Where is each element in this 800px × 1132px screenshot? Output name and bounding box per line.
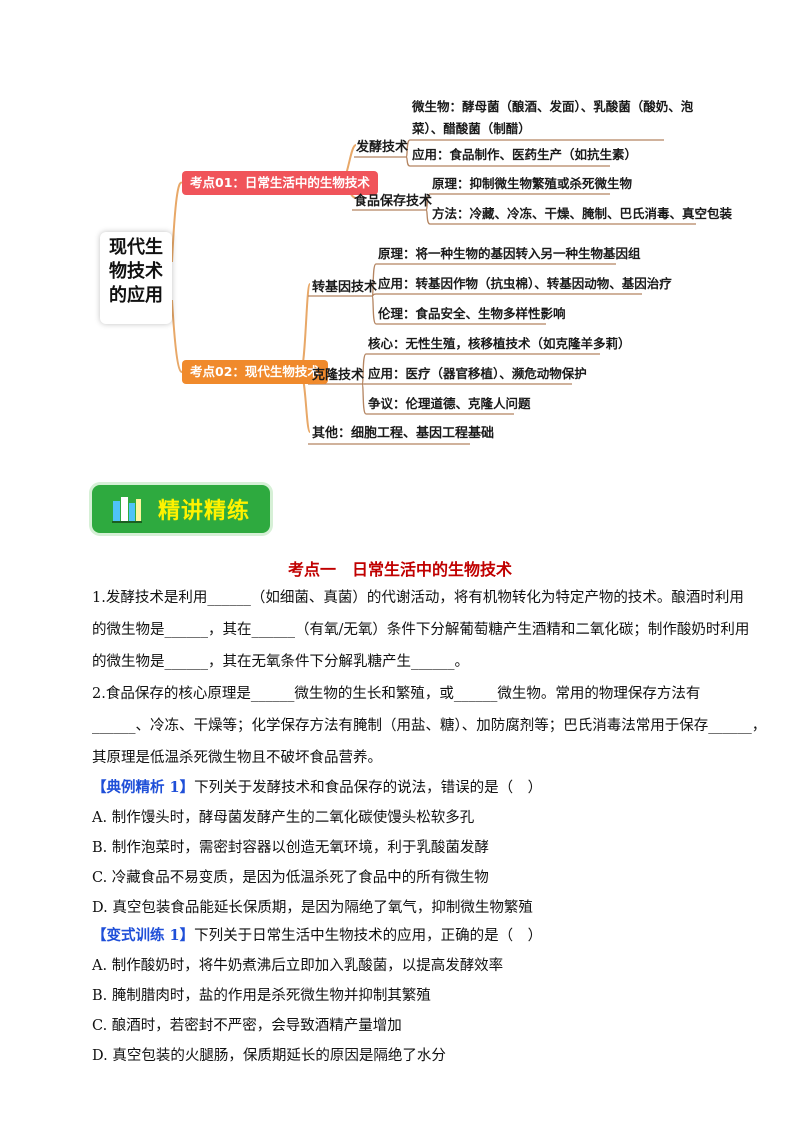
example1-tag: 【典例精析 1】 [92,779,195,796]
category-clone: 克隆技术 [312,368,365,383]
example1-stem: 下列关于发酵技术和食品保存的说法，错误的是（ ） [194,780,543,796]
section-banner: 精讲精练 [92,485,270,533]
leaf-clone-core: 核心：无性生殖，核移植技术（如克隆羊多莉） [368,336,631,351]
q2-line-1: 2.食品保存的核心原理是______微生物的生长和繁殖，或______微生物。常… [92,686,701,702]
root-line-3: 的应用 [109,285,163,306]
connector-clone-dispute [361,383,367,415]
variant1-option-b: B. 腌制腊肉时，盐的作用是杀死微生物并抑制其繁殖 [92,988,431,1004]
leaf-preserve-principle: 原理：抑制微生物繁殖或杀死微生物 [432,176,633,191]
connector-topic2-transgenic [299,283,311,373]
mindmap-root: 现代生 物技术 的应用 [100,232,172,324]
leaf-clone-dispute: 争议：伦理道德、克隆人问题 [368,396,531,411]
leaf-ferment-app: 应用：食品制作、医药生产（如抗生素） [412,147,638,162]
example1-option-a: A. 制作馒头时，酵母菌发酵产生的二氧化碳使馒头松软多孔 [92,810,475,826]
connector-trans-principle [371,263,377,297]
category-ferment: 发酵技术 [356,140,409,155]
leaf-ferment-micro-2: 菜）、醋酸菌（制醋） [412,121,531,136]
variant1-option-d: D. 真空包装的火腿肠，保质期延长的原因是隔绝了水分 [92,1048,446,1064]
example1-option-b: B. 制作泡菜时，需密封容器以创造无氧环境，利于乳酸菌发酵 [92,840,489,856]
q2-line-3: 其原理是低温杀死微生物且不破坏食品营养。 [92,750,382,766]
q1-line-3: 的微生物是______，其在无氧条件下分解乳糖产生______。 [92,654,469,670]
connector-preserve-method [425,209,431,225]
topic-2: 考点02：现代生物技术 [182,360,328,384]
books-icon [112,497,142,523]
connector-trans-ethics [371,295,377,325]
example1-stem-line: 【典例精析 1】下列关于发酵技术和食品保存的说法，错误的是（ ） [92,778,542,798]
connector-root-topic2 [171,299,183,373]
section-title: 考点一 日常生活中的生物技术 [287,560,512,579]
leaf-other: 其他：细胞工程、基因工程基础 [312,426,495,441]
leaf-trans-app: 应用：转基因作物（抗虫棉）、转基因动物、基因治疗 [378,276,672,291]
category-preserve: 食品保存技术 [354,194,433,209]
banner-title: 精讲精练 [158,499,251,524]
q1-line-1: 1.发酵技术是利用______（如细菌、真菌）的代谢活动，将有机物转化为特定产物… [92,590,744,606]
root-line-2: 物技术 [109,261,163,282]
leaf-trans-ethics: 伦理：食品安全、生物多样性影响 [378,306,566,321]
variant1-option-a: A. 制作酸奶时，将牛奶煮沸后立即加入乳酸菌，以提高发酵效率 [92,958,504,974]
example1-option-d: D. 真空包装食品能延长保质期，是因为隔绝了氧气，抑制微生物繁殖 [92,900,533,916]
connector-ferment-app [405,156,411,167]
q2-line-2: ______、冷冻、干燥等；化学保存方法有腌制（用盐、糖）、加防腐剂等；巴氏消毒… [92,718,767,734]
variant1-stem-line: 【变式训练 1】下列关于日常生活中生物技术的应用，正确的是（ ） [92,926,542,946]
example1-option-c: C. 冷藏食品不易变质，是因为低温杀死了食品中的所有微生物 [92,870,489,886]
root-line-1: 现代生 [109,237,163,258]
connector-clone-core [361,353,367,385]
leaf-clone-app: 应用：医疗（器官移植）、濒危动物保护 [368,366,587,381]
leaf-preserve-method: 方法：冷藏、冷冻、干燥、腌制、巴氏消毒、真空包装 [432,206,733,221]
variant1-stem: 下列关于日常生活中生物技术的应用，正确的是（ ） [194,928,543,944]
connector-root-topic1 [171,181,183,263]
leaf-ferment-micro-1: 微生物：酵母菌（酿酒、发面）、乳酸菌（酸奶、泡 [412,99,694,114]
variant1-option-c: C. 酿酒时，若密封不严密，会导致酒精产量增加 [92,1018,402,1034]
topic-1: 考点01：日常生活中的生物技术 [182,171,378,195]
mindmap-connectors [171,139,696,445]
leaf-trans-principle: 原理：将一种生物的基因转入另一种生物基因组 [378,246,641,261]
variant1-tag: 【变式训练 1】 [92,927,195,944]
q1-line-2: 的微生物是______，其在______（有氧/无氧）条件下分解葡萄糖产生酒精和… [92,622,750,638]
category-transgenic: 转基因技术 [312,280,378,295]
